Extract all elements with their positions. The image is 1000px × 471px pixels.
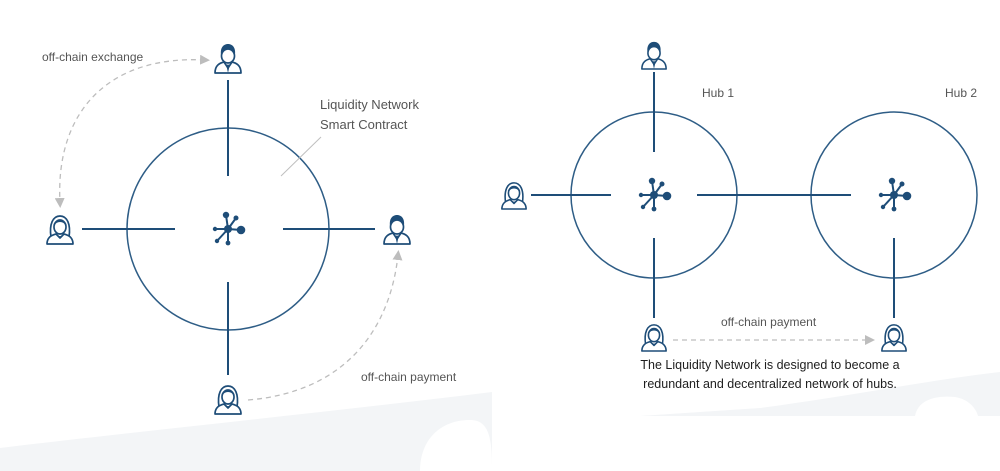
female-user-icon (641, 324, 667, 352)
female-user-icon (881, 324, 907, 352)
male-user-icon (641, 41, 667, 70)
figure-caption: The Liquidity Network is designed to bec… (600, 356, 940, 394)
hub2-label: Hub 2 (945, 86, 978, 100)
network-hub-icon (877, 176, 913, 213)
contract-label-pointer (280, 136, 322, 177)
background-bubble-left (420, 420, 492, 471)
female-user-icon (214, 385, 242, 415)
caption-line2: redundant and decentralized network of h… (643, 377, 897, 391)
off-chain-payment-label-right: off-chain payment (721, 315, 817, 329)
female-user-icon (46, 215, 74, 245)
female-user-icon (501, 182, 527, 210)
hub1-label: Hub 1 (702, 86, 735, 100)
contract-label-line1: Liquidity Network (320, 97, 419, 112)
caption-line1: The Liquidity Network is designed to bec… (640, 358, 900, 372)
contract-label-line2: Smart Contract (320, 117, 408, 132)
background-wave-right (640, 372, 1000, 416)
network-hub-icon (211, 210, 247, 247)
payment-dashed-arrow (247, 250, 403, 401)
left-diagram (46, 43, 411, 415)
male-user-icon (214, 43, 242, 74)
exchange-dashed-arrow (54, 54, 210, 208)
male-user-icon (383, 214, 411, 245)
background-wave-left (0, 392, 492, 471)
right-diagram (501, 41, 978, 352)
off-chain-exchange-label: off-chain exchange (42, 50, 144, 64)
network-hub-icon (637, 176, 673, 213)
background-bubble-right (915, 396, 978, 416)
off-chain-payment-label: off-chain payment (361, 370, 457, 384)
